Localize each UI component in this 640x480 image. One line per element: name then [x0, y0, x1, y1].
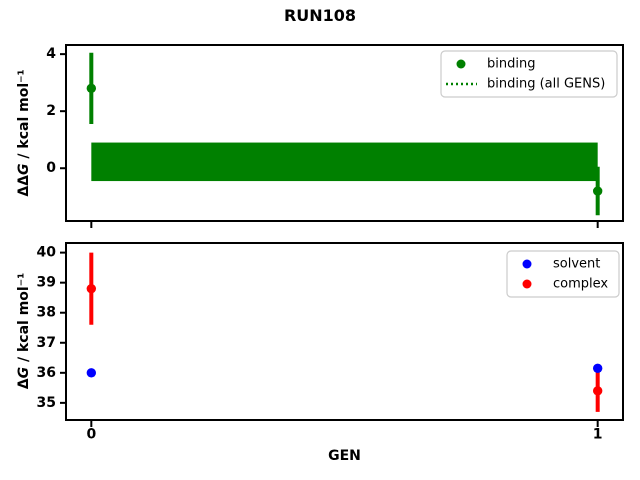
- y-tick-label: 35: [37, 395, 56, 411]
- bottom-legend-box: [506, 250, 620, 298]
- binding-all-gens-band: [91, 142, 598, 182]
- bottom-plot-frame: [65, 242, 624, 421]
- y-tick-label: 40: [37, 245, 57, 261]
- x-tick-label: 1: [593, 427, 603, 443]
- top-plot-frame: [65, 44, 624, 222]
- y-tick-label: 37: [37, 335, 56, 351]
- complex-legend-dot-icon: [522, 279, 532, 289]
- x-tick-label: 0: [86, 427, 96, 443]
- legend-label: binding (all GENS): [487, 77, 605, 92]
- y-tick-label: 39: [37, 275, 56, 291]
- top-legend-box: [440, 50, 618, 98]
- solvent-marker: [86, 368, 97, 378]
- binding-marker: [86, 83, 97, 94]
- binding-legend-dot-icon: [456, 59, 466, 69]
- ylabel-segment: Δ: [16, 378, 32, 390]
- complex-marker: [86, 283, 97, 294]
- binding-marker: [592, 186, 603, 196]
- top-y-axis-label: ΔΔG / kcal mol⁻¹: [16, 69, 32, 196]
- legend-label: binding: [487, 57, 535, 72]
- y-tick-label: 36: [37, 365, 56, 381]
- y-tick-label: 2: [46, 103, 56, 119]
- legend-label: complex: [553, 277, 608, 292]
- complex-marker: [592, 386, 603, 396]
- y-tick-label: 4: [46, 46, 56, 62]
- y-tick-label: 0: [46, 160, 56, 176]
- solvent-marker: [592, 363, 603, 374]
- figure-title: RUN108: [283, 6, 357, 25]
- ylabel-segment: G: [16, 163, 32, 175]
- ylabel-segment: G: [16, 366, 32, 379]
- ylabel-segment: / kcal mol⁻¹: [16, 69, 32, 164]
- x-axis-label: GEN: [328, 448, 361, 464]
- bottom-y-axis-label: ΔG / kcal mol⁻¹: [16, 273, 32, 389]
- solvent-legend-dot-icon: [522, 259, 532, 269]
- legend-label: solvent: [553, 257, 600, 272]
- y-tick-label: 38: [37, 305, 56, 321]
- ylabel-segment: / kcal mol⁻¹: [16, 272, 32, 367]
- ylabel-segment: ΔΔ: [16, 174, 32, 197]
